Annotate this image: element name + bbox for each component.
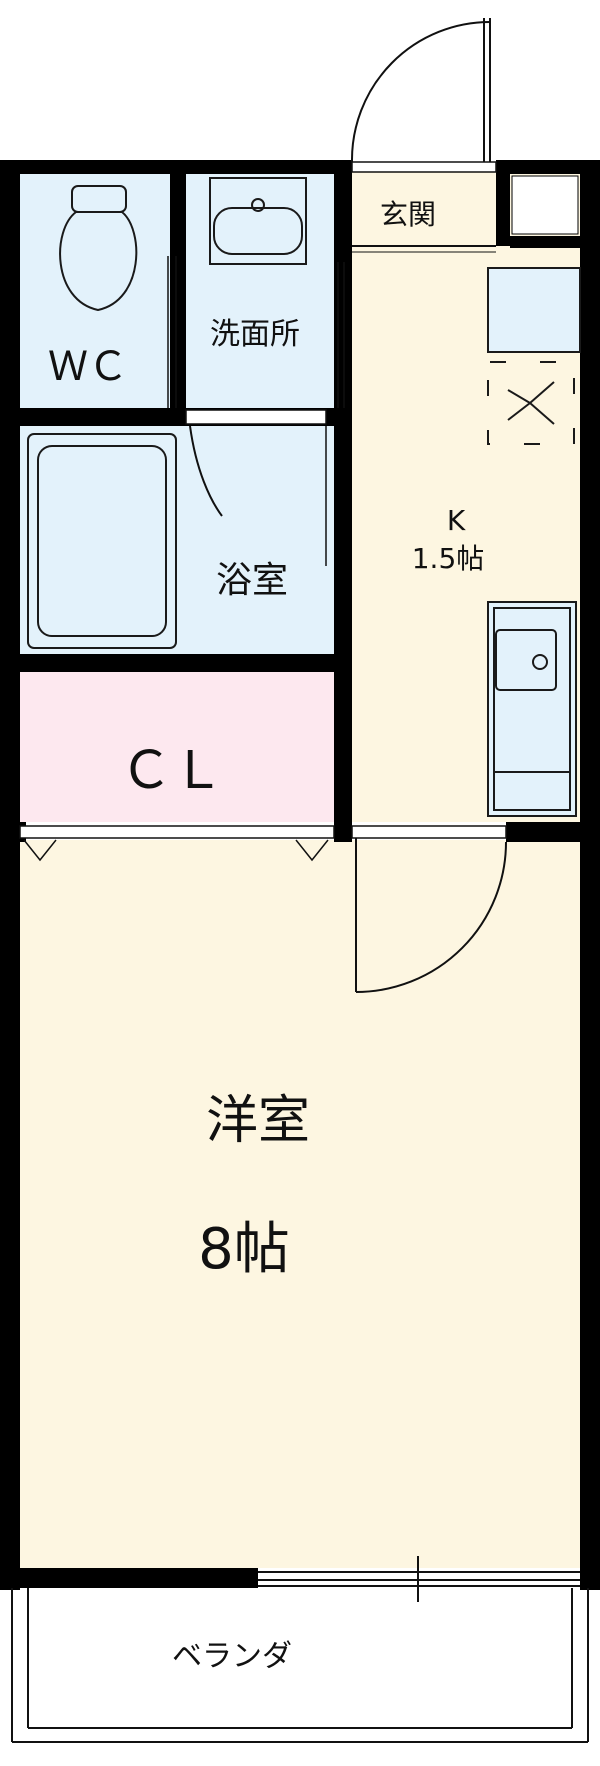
kitchen-label: K	[447, 504, 466, 537]
refrigerator-space-icon	[487, 267, 581, 353]
washing-machine-space-icon	[487, 361, 575, 445]
washbasin-icon	[209, 177, 307, 265]
western-room-floor	[20, 840, 580, 1568]
entrance-door-icon[interactable]	[350, 18, 497, 173]
washroom-label: 洗面所	[210, 317, 300, 352]
recess-box	[511, 175, 579, 235]
balcony-outline	[11, 1556, 589, 1743]
kitchen-size: 1.5帖	[412, 542, 485, 575]
closet-label: ＣＬ	[120, 741, 224, 801]
kitchen-sink-icon	[487, 601, 577, 817]
entrance-label: 玄関	[380, 198, 436, 231]
closet-doors-icon[interactable]	[19, 825, 335, 862]
bathtub-icon	[27, 433, 177, 649]
closet-floor	[20, 672, 334, 822]
entrance-floor	[352, 172, 496, 246]
western-room-size: 8帖	[198, 1217, 290, 1282]
bathroom-door-icon[interactable]	[185, 409, 327, 517]
balcony-label: ベランダ	[172, 1639, 292, 1674]
western-room-label: 洋室	[206, 1091, 310, 1151]
toilet-icon	[59, 185, 138, 312]
swing-door-icon[interactable]	[351, 825, 507, 993]
bathroom-label: 浴室	[216, 560, 288, 601]
wc-label: ＷＣ	[48, 344, 128, 390]
walls	[0, 160, 600, 1590]
